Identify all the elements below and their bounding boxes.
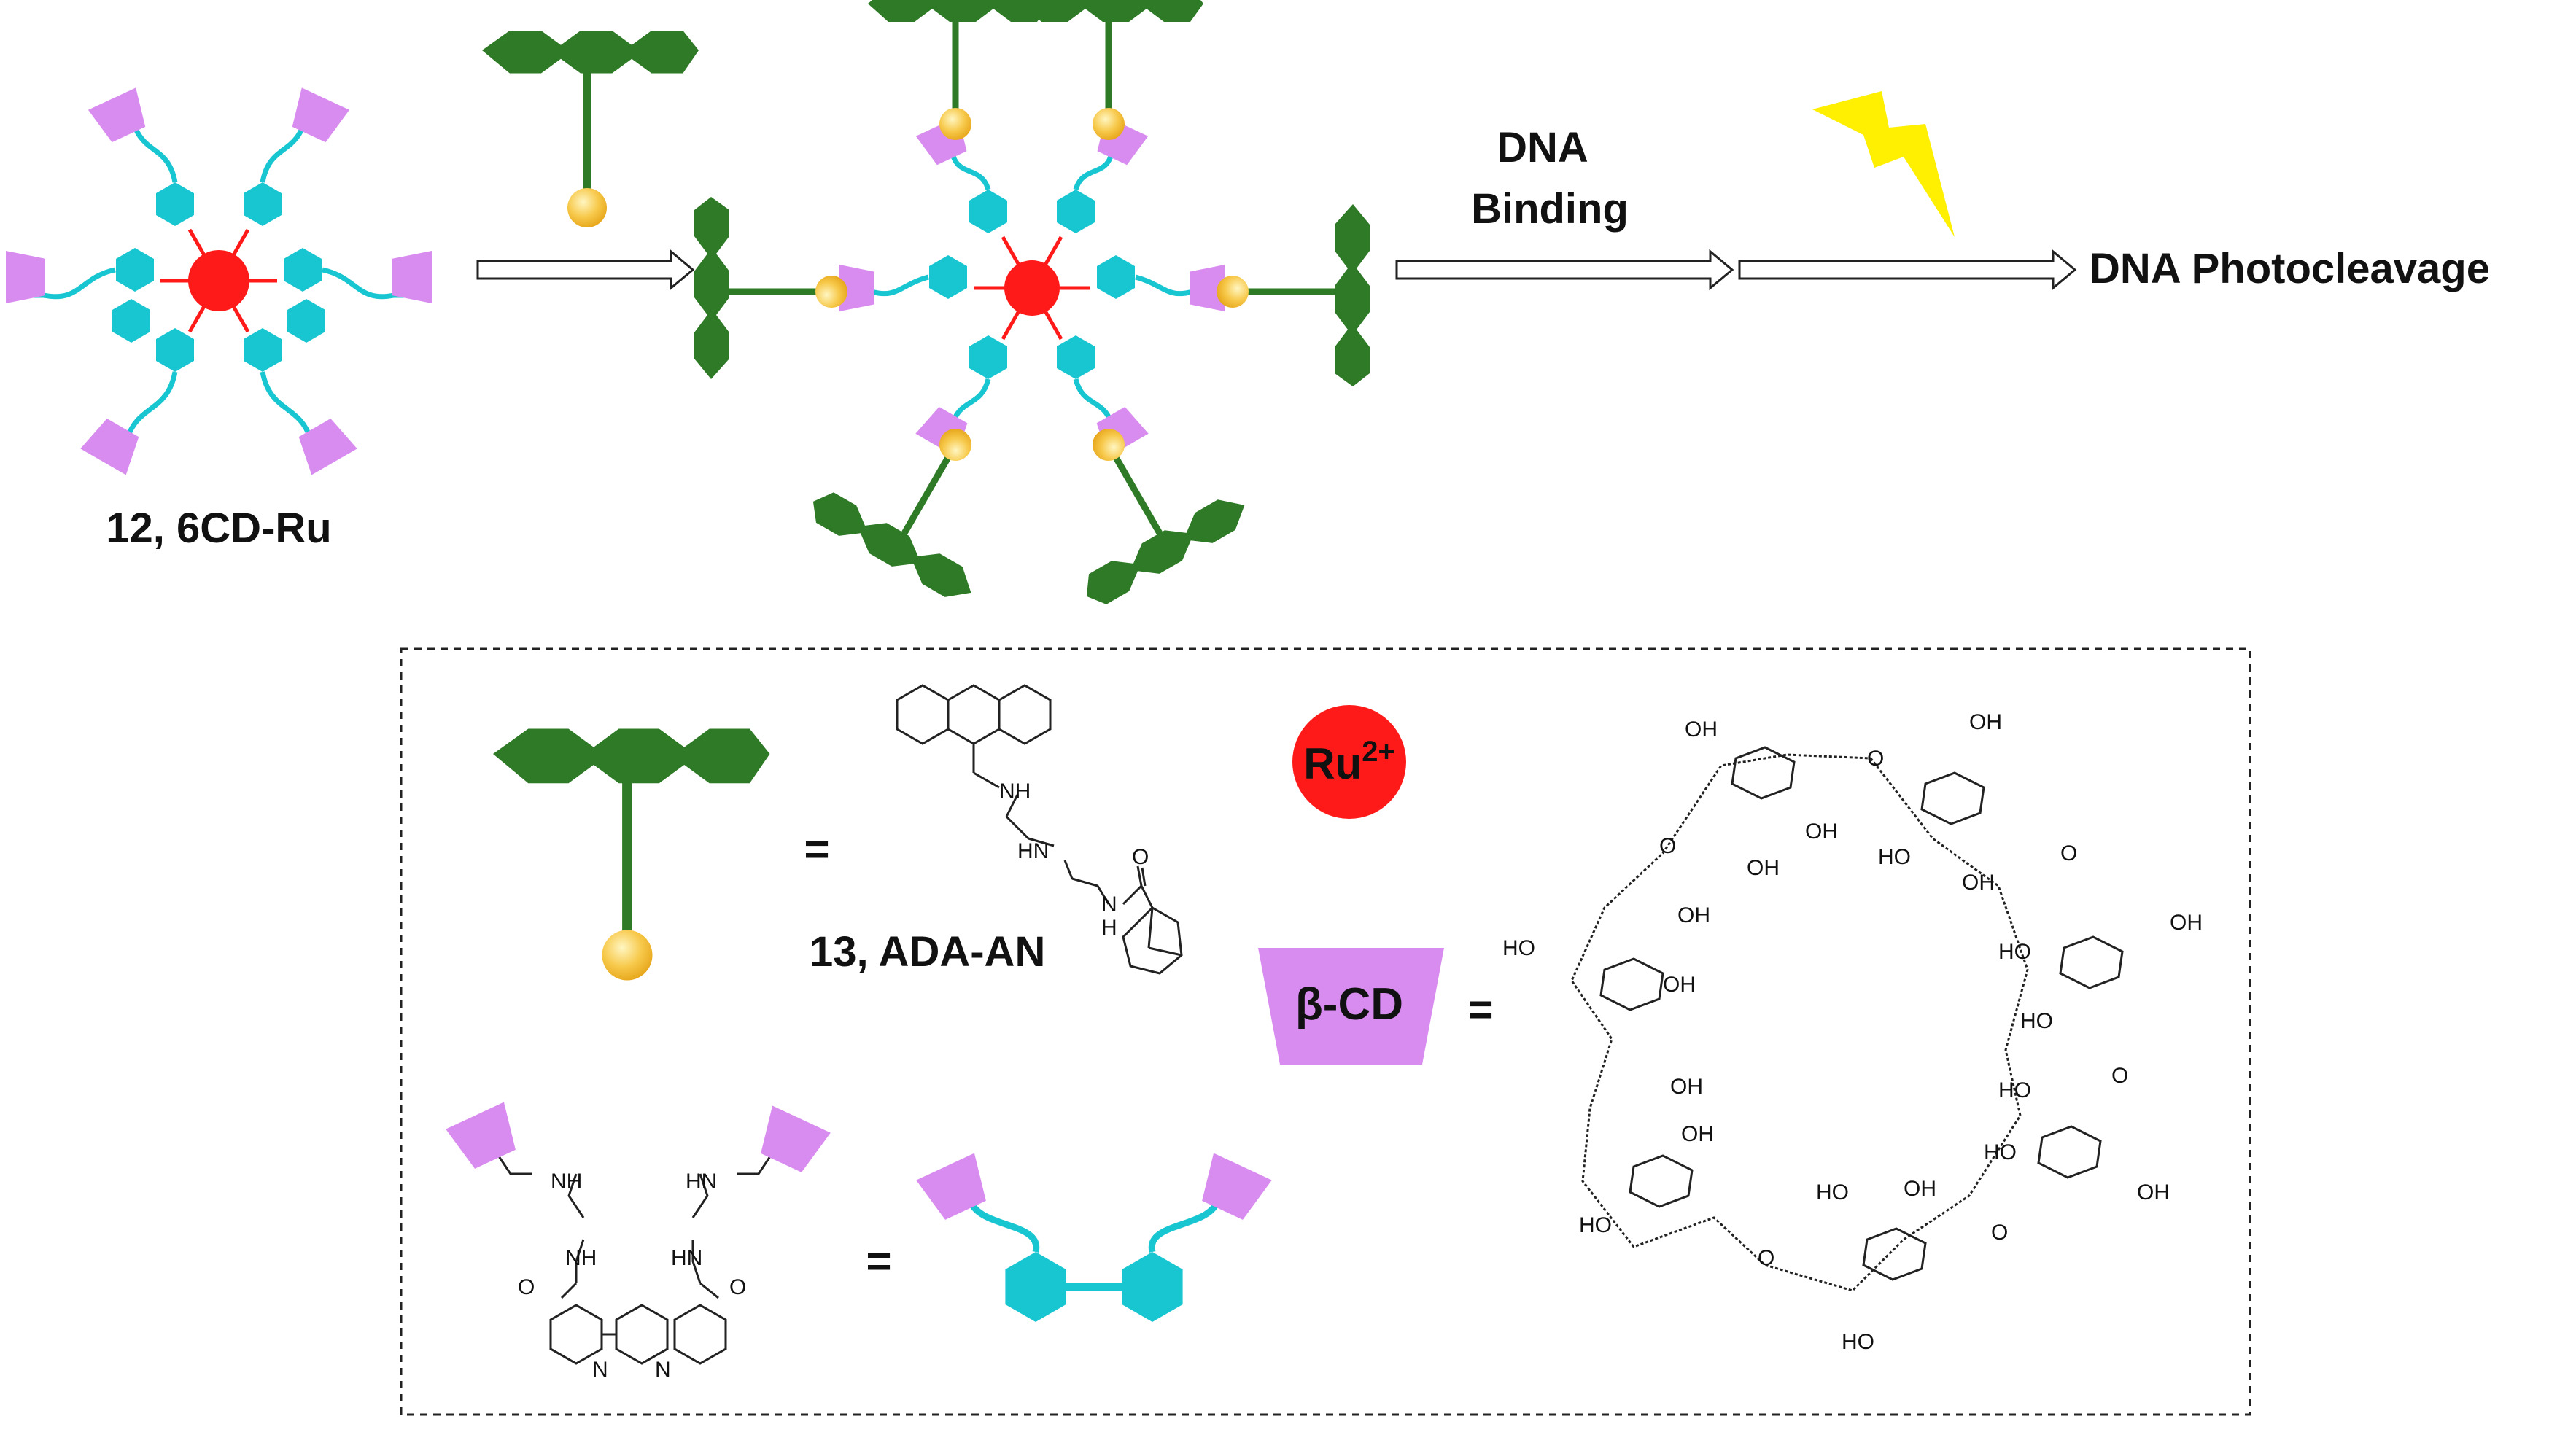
cd-ho-9: HO <box>1842 1330 1874 1354</box>
dna-binding-label-2: Binding <box>1471 185 1629 233</box>
anthracene-guest-icon <box>493 729 770 981</box>
cd-oh-2: OH <box>1969 710 2002 734</box>
cd-ho-4: HO <box>2020 1009 2053 1033</box>
compound-12-label: 12, 6CD-Ru <box>106 505 331 552</box>
ru-symbol: Ru <box>1303 739 1362 788</box>
ada-an-h: H <box>1101 916 1117 940</box>
cd-ho-5: HO <box>1998 1078 2031 1102</box>
linker-o-2: O <box>729 1275 746 1299</box>
lightning-icon <box>1812 91 1955 237</box>
cd-ho-3: HO <box>1998 940 2031 964</box>
dna-binding-label-1: DNA <box>1497 124 1588 171</box>
bipyridine-ring-icon <box>916 1153 1272 1322</box>
legend-box <box>400 647 2251 1416</box>
ada-an-structure <box>896 684 1183 975</box>
cd-ho-2: HO <box>1502 936 1535 960</box>
ruthenium-center-icon <box>1292 705 1406 819</box>
cd-oh-9: OH <box>1670 1075 1703 1099</box>
cd-o-3: O <box>2060 841 2077 865</box>
ruthenium-center-icon <box>188 250 249 311</box>
ada-an-n: N <box>1101 892 1117 917</box>
ada-an-hn: HN <box>1017 839 1049 863</box>
dna-photocleavage-label: DNA Photocleavage <box>2090 245 2490 292</box>
cd-ho-8: HO <box>1816 1180 1849 1205</box>
beta-cd-label: β-CD <box>1295 979 1403 1030</box>
cd-oh-11: OH <box>2137 1180 2170 1205</box>
equals-sign: = <box>804 825 829 873</box>
linker-hn-2: HN <box>671 1246 702 1270</box>
anthracene-guest-icon <box>482 31 699 227</box>
equals-sign: = <box>1467 985 1493 1034</box>
linker-n-2: N <box>655 1358 671 1382</box>
cd-oh-5: OH <box>1962 871 1995 895</box>
cd-o-4: O <box>2111 1064 2128 1088</box>
ada-an-nh-1: NH <box>999 779 1031 803</box>
cyclodextrin-cup-icon <box>1258 948 1444 1065</box>
cd-oh-8: OH <box>2170 911 2203 935</box>
linker-o-1: O <box>518 1275 535 1299</box>
cd-oh-7: OH <box>1663 973 1696 997</box>
ru-charge: 2+ <box>1362 736 1395 768</box>
cd-ho-1: HO <box>1878 845 1911 869</box>
ada-an-o: O <box>1132 845 1149 869</box>
ru-ion-label: Ru2+ <box>1303 736 1395 788</box>
ada-an-atoms: NH HN O N H <box>999 779 1149 940</box>
linker-nh-1: NH <box>551 1170 582 1194</box>
equals-sign: = <box>866 1237 891 1285</box>
cd-o-1: O <box>1867 747 1884 771</box>
arrow-icon <box>1738 249 2077 291</box>
cd-ho-6: HO <box>1984 1140 2017 1164</box>
linker-atoms: NH HN NH HN O O N N <box>518 1170 746 1382</box>
compound-12-structure <box>6 87 432 475</box>
arrow-icon <box>1395 249 1734 291</box>
cd-oh-4: OH <box>1747 856 1780 880</box>
beta-cd-structure: OH OH O OH OH HO OH O O OH OH HO OH HO H… <box>1502 710 2203 1354</box>
cd-oh-3: OH <box>1805 820 1838 844</box>
linker-hn-1: HN <box>686 1170 717 1194</box>
cd-ho-7: HO <box>1579 1213 1612 1237</box>
cd-oh-6: OH <box>1677 903 1710 927</box>
cyclodextrin-cup-icon <box>446 1102 524 1173</box>
linker-nh-2: NH <box>565 1246 597 1270</box>
assembled-complex <box>694 0 1370 611</box>
linker-n-1: N <box>592 1358 608 1382</box>
cd-o-5: O <box>1758 1246 1774 1270</box>
cd-o-6: O <box>1991 1221 2008 1245</box>
cd-oh-12: OH <box>1904 1177 1936 1201</box>
cd-oh-10: OH <box>1681 1122 1714 1146</box>
linker-structure <box>494 1151 775 1365</box>
cd-o-2: O <box>1659 834 1676 858</box>
compound-13-label: 13, ADA-AN <box>810 928 1045 976</box>
arrow-icon <box>476 249 695 291</box>
cd-oh-1: OH <box>1685 717 1718 742</box>
